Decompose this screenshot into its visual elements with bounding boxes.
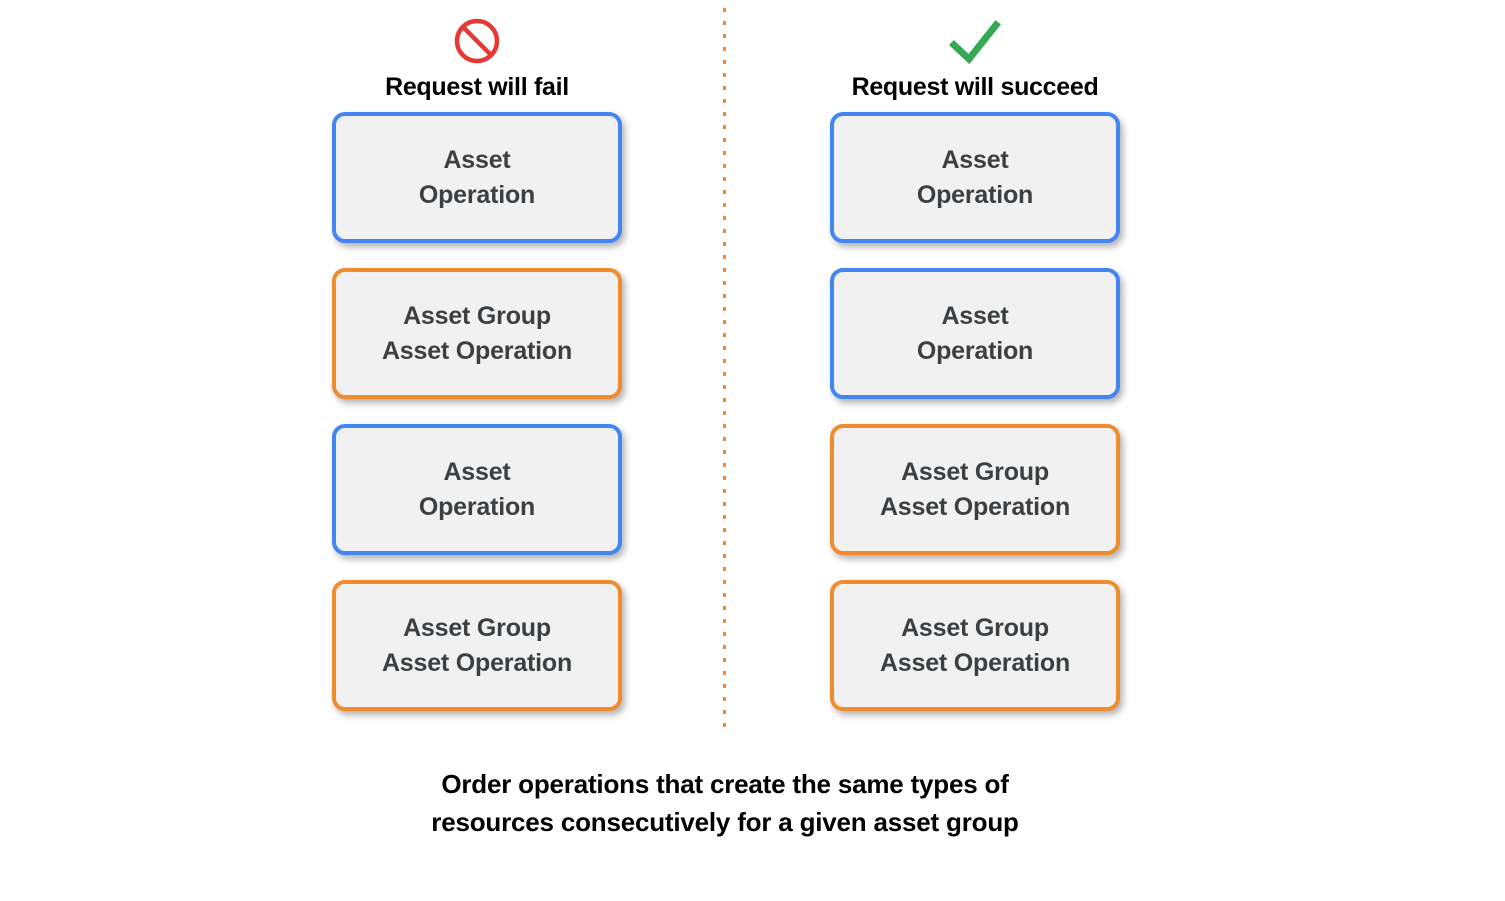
diagram-caption: Order operations that create the same ty… bbox=[431, 769, 1019, 837]
card-asset-group-asset-operation: Asset Group Asset Operation bbox=[830, 580, 1120, 711]
card-label: Asset Operation bbox=[916, 146, 1034, 209]
card-asset-operation: Asset Operation bbox=[332, 112, 622, 243]
column-succeed-card-list: Asset Operation Asset Operation Asset Gr… bbox=[825, 112, 1125, 711]
column-succeed-header: Request will succeed bbox=[825, 0, 1125, 112]
card-asset-group-asset-operation: Asset Group Asset Operation bbox=[332, 580, 622, 711]
column-divider bbox=[723, 8, 726, 736]
column-fail-header: Request will fail bbox=[327, 0, 627, 112]
card-label: Asset Operation bbox=[916, 302, 1034, 365]
column-succeed: Request will succeed Asset Operation Ass… bbox=[825, 0, 1125, 711]
card-asset-operation: Asset Operation bbox=[332, 424, 622, 555]
card-asset-operation: Asset Operation bbox=[830, 112, 1120, 243]
card-label: Asset Group Asset Operation bbox=[381, 614, 573, 677]
column-fail-card-list: Asset Operation Asset Group Asset Operat… bbox=[327, 112, 627, 711]
column-fail-label: Request will fail bbox=[385, 73, 569, 101]
card-label: Asset Group Asset Operation bbox=[381, 302, 573, 365]
card-asset-group-asset-operation: Asset Group Asset Operation bbox=[830, 424, 1120, 555]
card-label: Asset Group Asset Operation bbox=[879, 614, 1071, 677]
checkmark-icon bbox=[945, 16, 1005, 71]
card-label: Asset Group Asset Operation bbox=[879, 458, 1071, 521]
prohibition-icon bbox=[452, 16, 502, 71]
card-asset-operation: Asset Operation bbox=[830, 268, 1120, 399]
card-label: Asset Operation bbox=[418, 146, 536, 209]
card-asset-group-asset-operation: Asset Group Asset Operation bbox=[332, 268, 622, 399]
card-label: Asset Operation bbox=[418, 458, 536, 521]
column-succeed-label: Request will succeed bbox=[851, 73, 1099, 101]
column-fail: Request will fail Asset Operation Asset … bbox=[327, 0, 627, 711]
